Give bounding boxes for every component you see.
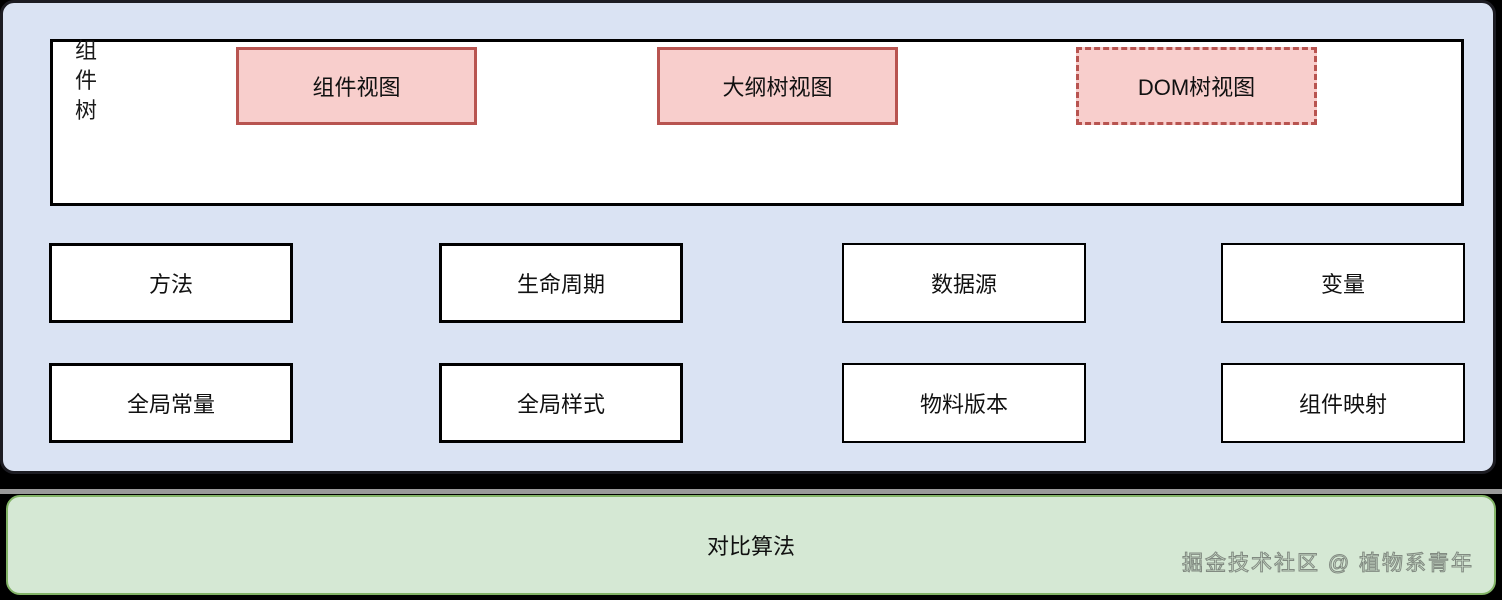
grid-cell-global-styles[interactable]: 全局样式 xyxy=(439,363,683,443)
component-tree-panel: 组 件 树 组件视图 大纲树视图 DOM树视图 方法 生命周期 数据源 变量 全… xyxy=(0,0,1496,474)
separator-band xyxy=(0,474,1502,493)
component-tree-label-char-1: 组 xyxy=(74,38,97,63)
component-tree-label: 组 件 树 xyxy=(66,36,106,126)
component-tree-label-char-2: 件 xyxy=(74,68,97,93)
view-box-outline-tree-label: 大纲树视图 xyxy=(722,75,833,100)
grid-cell-methods[interactable]: 方法 xyxy=(49,243,293,323)
view-box-component-label: 组件视图 xyxy=(312,75,401,100)
view-box-outline-tree[interactable]: 大纲树视图 xyxy=(657,47,898,125)
view-box-component[interactable]: 组件视图 xyxy=(236,47,477,125)
grid-cell-variables-label: 变量 xyxy=(1320,272,1365,297)
view-box-dom-tree[interactable]: DOM树视图 xyxy=(1076,47,1317,125)
footer-bar-label: 对比算法 xyxy=(706,534,795,559)
grid-cell-component-mapping[interactable]: 组件映射 xyxy=(1221,363,1465,443)
view-box-dom-tree-label: DOM树视图 xyxy=(1137,75,1256,100)
grid-cell-variables[interactable]: 变量 xyxy=(1221,243,1465,323)
grid-cell-component-mapping-label: 组件映射 xyxy=(1298,392,1387,417)
grid-cell-lifecycle[interactable]: 生命周期 xyxy=(439,243,683,323)
grid-cell-material-version[interactable]: 物料版本 xyxy=(842,363,1086,443)
grid-cell-material-version-label: 物料版本 xyxy=(919,392,1008,417)
separator-line xyxy=(0,489,1502,494)
grid-cell-datasource[interactable]: 数据源 xyxy=(842,243,1086,323)
grid-cell-global-constants-label: 全局常量 xyxy=(126,392,215,417)
grid-cell-methods-label: 方法 xyxy=(148,272,193,297)
grid-cell-global-styles-label: 全局样式 xyxy=(516,392,605,417)
footer-bar-diff-algorithm[interactable]: 对比算法 xyxy=(6,495,1496,595)
grid-cell-datasource-label: 数据源 xyxy=(930,272,997,297)
component-tree-label-char-3: 树 xyxy=(74,98,97,123)
grid-cell-global-constants[interactable]: 全局常量 xyxy=(49,363,293,443)
grid-cell-lifecycle-label: 生命周期 xyxy=(516,272,605,297)
